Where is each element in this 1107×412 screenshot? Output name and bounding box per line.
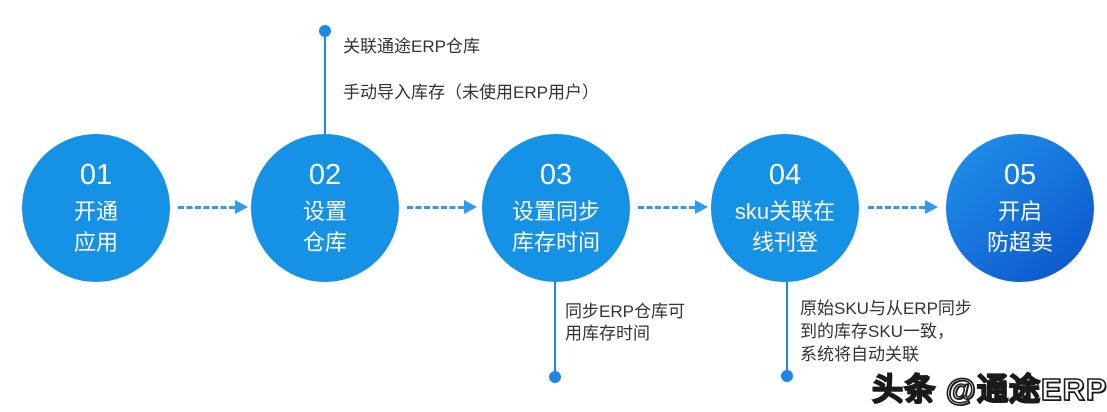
step-number: 02 — [308, 158, 342, 191]
step-circle-03: 03 设置同步 库存时间 — [482, 134, 630, 282]
arrow-dash — [638, 205, 695, 209]
step-label-line: 仓库 — [302, 229, 347, 255]
connector-dot-step2-top — [319, 25, 331, 37]
flow-arrow-2 — [407, 200, 477, 214]
step-number: 01 — [79, 158, 113, 191]
flow-arrow-1 — [178, 200, 248, 214]
annotation-step2-line2: 手动导入库存（未使用ERP用户） — [343, 83, 599, 103]
step-number: 03 — [539, 158, 573, 191]
annotation-step3-line2: 用库存时间 — [565, 324, 650, 343]
step-number: 05 — [1003, 158, 1037, 191]
annotation-step2-line1: 关联通途ERP仓库 — [343, 37, 480, 56]
arrow-head-icon — [695, 200, 708, 214]
step-label-line: 设置 — [302, 198, 347, 224]
toutiao-watermark: 头条 @通途ERP — [871, 371, 1107, 408]
step-label-line: 设置同步 — [511, 198, 600, 224]
annotation-step4-line1: 原始SKU与从ERP同步 — [800, 299, 972, 318]
step-label-line: 开启 — [997, 198, 1042, 224]
step-label-line: 线刊登 — [751, 229, 818, 255]
step-circle-01: 01 开通 应用 — [22, 134, 170, 282]
step-label-line: 应用 — [73, 229, 118, 255]
arrow-head-icon — [464, 200, 477, 214]
connector-dot-step3-bottom — [549, 371, 561, 383]
step-circle-02: 02 设置 仓库 — [251, 134, 399, 282]
connector-dot-step4-bottom — [781, 370, 793, 382]
arrow-dash — [407, 205, 464, 209]
arrow-dash — [868, 205, 925, 209]
connector-line-step2-top — [324, 37, 326, 137]
arrow-dash — [178, 205, 235, 209]
annotation-step4-line2: 到的库存SKU一致， — [800, 322, 954, 341]
step-circle-04: 04 sku关联在 线刊登 — [711, 134, 859, 282]
arrow-head-icon — [235, 200, 248, 214]
annotation-step4: 原始SKU与从ERP同步 到的库存SKU一致， 系统将自动关联 — [800, 297, 972, 366]
annotation-step3-line1: 同步ERP仓库可 — [565, 302, 685, 321]
arrow-head-icon — [925, 200, 938, 214]
connector-line-step3-bottom — [554, 280, 556, 374]
annotation-step4-line3: 系统将自动关联 — [800, 345, 919, 364]
step-label-line: 防超卖 — [986, 229, 1053, 255]
step-circle-05: 05 开启 防超卖 — [946, 134, 1094, 282]
step-label-line: sku关联在 — [734, 198, 836, 224]
step-number: 04 — [768, 158, 802, 191]
annotation-step3: 同步ERP仓库可 用库存时间 — [565, 301, 685, 345]
flow-arrow-4 — [868, 200, 938, 214]
connector-line-step4-bottom — [786, 280, 788, 373]
step-label-line: 库存时间 — [511, 229, 600, 255]
annotation-step2: 关联通途ERP仓库 手动导入库存（未使用ERP用户） — [343, 37, 599, 130]
flow-arrow-3 — [638, 200, 708, 214]
step-label-line: 开通 — [73, 198, 118, 224]
